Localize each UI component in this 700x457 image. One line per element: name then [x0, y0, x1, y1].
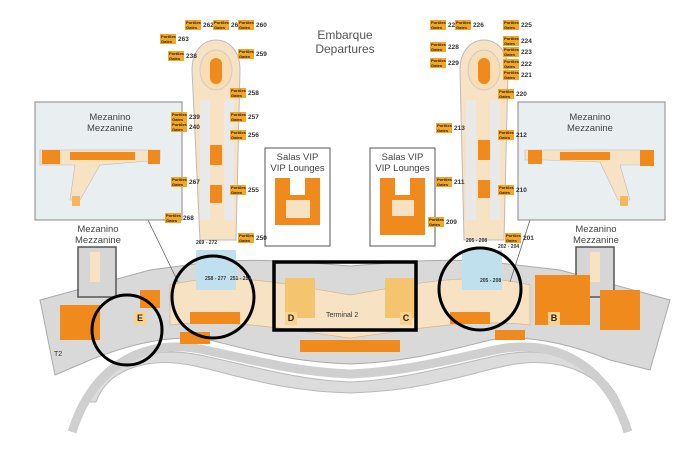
pier-label-d: D [285, 312, 297, 325]
highlight-box-central [272, 260, 418, 332]
right-mezzanine-label: Mezanino Mezzanine [567, 112, 613, 134]
pier-label-c: C [400, 312, 412, 325]
right-pier-core [478, 58, 490, 84]
terminal-short-label: T2 [54, 351, 63, 358]
gate-range-205-208-upper: 205 - 208 [466, 238, 488, 244]
pier-label-b: B [548, 312, 560, 325]
left-vip-label: Salas VIP VIP Lounges [270, 152, 325, 174]
gate-range-258-277: 258 - 277 [205, 276, 227, 282]
pier-label-e: E [134, 312, 146, 325]
departures-title: Embarque Departures [295, 28, 395, 56]
right-vip-label: Salas VIP VIP Lounges [375, 152, 430, 174]
gate-range-202-204: 202 - 204 [498, 244, 520, 250]
title-line-1: Embarque [317, 28, 373, 42]
left-pier-core [210, 58, 222, 84]
gate-range-269-272: 269 - 272 [196, 240, 218, 246]
highlight-circle-pier-e [90, 293, 164, 367]
gate-range-205-208: 205 - 208 [480, 278, 502, 284]
gate-range-251-254: 251 - 254 [230, 276, 252, 282]
highlight-circle-left-pier [170, 254, 256, 340]
highlight-circle-right-pier [437, 246, 523, 332]
terminal-2-label: Terminal 2 [326, 312, 359, 319]
road-lane [67, 342, 633, 434]
left-mezzanine-label: Mezanino Mezzanine [87, 112, 133, 134]
right-small-mezzanine-label: Mezanino Mezzanine [573, 224, 619, 246]
title-line-2: Departures [315, 42, 375, 56]
left-small-mezzanine-label: Mezanino Mezzanine [75, 224, 121, 246]
